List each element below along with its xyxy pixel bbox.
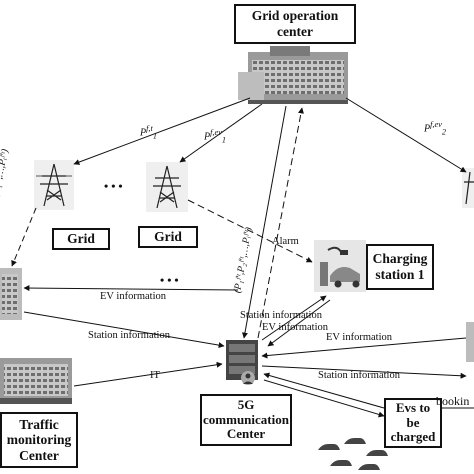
edge-comm-to-evs — [263, 379, 385, 418]
p1-base: P — [140, 127, 147, 139]
edge-comm-alarm — [257, 107, 304, 339]
edge-grid2-to-station — [187, 199, 313, 263]
p1-sub: 1 — [152, 131, 157, 141]
evs-label-line1: Evs to — [395, 399, 431, 415]
p2ev-sup: f,ev — [430, 120, 442, 129]
ev-info-right-label: EV information — [326, 332, 393, 343]
comm-center-label-line1: 5G — [237, 396, 255, 412]
grid-operation-center-box: Grid operation center — [234, 4, 356, 44]
grid-center-building-icon — [238, 46, 348, 104]
building-icon — [0, 268, 22, 320]
station-info-left-label: Station information — [88, 330, 170, 341]
comm-center-label-line2: communication — [203, 411, 289, 427]
ev-info-left-label: EV information — [100, 291, 167, 302]
charging-station-label-line1: Charging — [372, 251, 428, 267]
transmission-tower-icon — [462, 168, 474, 208]
grid-box-2: Grid — [138, 226, 198, 248]
p1-sup: f,t — [146, 124, 153, 133]
edge-station-info-left — [23, 311, 225, 349]
power-p2ev-label: Pf,ev2 — [424, 120, 446, 136]
edge-grid1-to-building — [11, 207, 37, 267]
server-icon — [226, 340, 258, 385]
traffic-center-building-icon — [0, 358, 72, 404]
grid-center-label-line1: Grid operation — [251, 8, 339, 24]
building-icon — [466, 322, 474, 362]
transmission-tower-icon — [146, 162, 188, 212]
comm-center-label-line3: Center — [226, 426, 266, 442]
edge-grid-center-to-comm — [242, 105, 287, 339]
charging-station-label-line2: station 1 — [375, 267, 425, 282]
traffic-center-label-line1: Traffic — [19, 416, 59, 432]
p2ev-base: P — [424, 123, 431, 135]
electric-vehicles-icon — [318, 438, 388, 470]
edge-ev-info-right — [261, 337, 467, 359]
p1ev-sup: f,ev — [210, 128, 222, 137]
edge-evs-to-comm — [263, 372, 385, 409]
traffic-center-box: Traffic monitoring Center — [0, 412, 78, 468]
evs-label-line3: charged — [390, 429, 436, 445]
edge-station-to-comm — [267, 299, 331, 347]
charging-station-icon — [314, 240, 366, 292]
edge-traffic-to-comm — [73, 361, 223, 387]
station-info-up-label: Station information — [240, 310, 322, 321]
evs-box: Evs to be charged — [384, 398, 442, 448]
station-info-right-label: Station information — [318, 370, 400, 381]
grid-center-label-line2: center — [277, 24, 313, 39]
ellipsis-top: • • • — [104, 179, 123, 193]
power-p1ev-label: Pf,ev1 — [204, 128, 226, 144]
edge-grid-center-to-right — [345, 97, 467, 173]
p1ev-base: P — [204, 131, 211, 143]
power-p1-label: Pf,t1 — [140, 124, 157, 140]
grid-box-1: Grid — [52, 228, 110, 250]
edge-grid-center-to-grid1 — [73, 97, 251, 165]
evs-label-line2: be — [406, 414, 420, 430]
charging-station-box: Charging station 1 — [366, 244, 434, 290]
grid-1-label: Grid — [67, 231, 95, 247]
p2ev-sub: 2 — [441, 127, 447, 137]
ellipsis-middle: • • • — [160, 273, 179, 287]
ev-info-up-label: EV information — [262, 322, 329, 333]
edge-ev-info-left — [23, 285, 239, 292]
edge-grid-center-to-grid2 — [179, 103, 263, 163]
edge-station-info-right — [261, 365, 467, 379]
traffic-center-label-line2: monitoring — [6, 432, 72, 448]
transmission-tower-icon — [34, 160, 74, 210]
edge-comm-to-station — [261, 295, 327, 341]
booking-label: bookin — [436, 394, 470, 408]
comm-center-box: 5G communication Center — [200, 394, 292, 446]
traffic-center-label-line3: Center — [19, 447, 59, 463]
p1ev-sub: 1 — [221, 135, 227, 145]
grid-2-label: Grid — [154, 229, 182, 245]
it-label: IT — [150, 370, 160, 381]
alarm-label: Alarm — [272, 236, 299, 247]
